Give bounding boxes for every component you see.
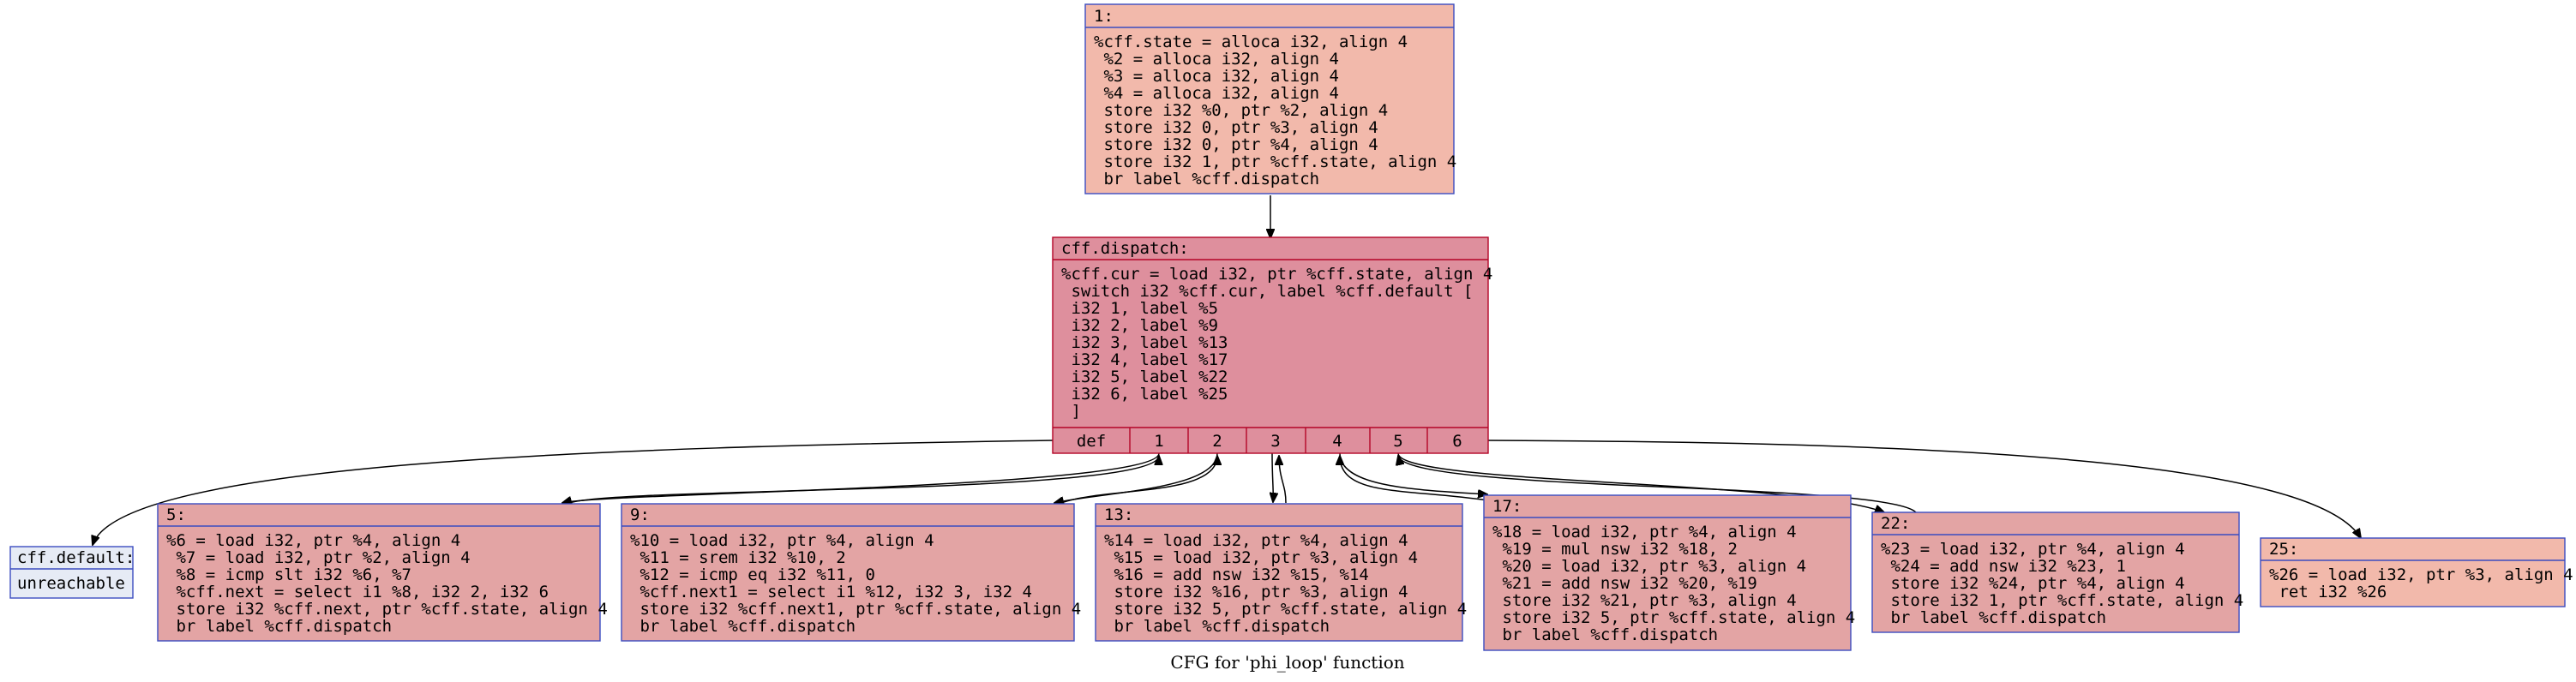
node-1-box bbox=[1084, 3, 1455, 194]
node-25: 25: %26 = load i32, ptr %3, align 4 ret … bbox=[2260, 537, 2573, 607]
node-1-header: 1: bbox=[1094, 7, 1114, 26]
port-5: 5 bbox=[1393, 432, 1402, 451]
port-def: def bbox=[1077, 432, 1106, 451]
node-22: 22: %23 = load i32, ptr %4, align 4 %24 … bbox=[1871, 512, 2243, 633]
node-default-body: unreachable bbox=[17, 574, 125, 593]
edge-13-to-dispatch bbox=[1279, 456, 1287, 504]
node-5-header: 5: bbox=[166, 506, 186, 524]
port-3: 3 bbox=[1270, 432, 1280, 451]
edge-dispatch-4-to-17 bbox=[1339, 452, 1487, 494]
node-22-header: 22: bbox=[1881, 514, 1910, 533]
node-17-box bbox=[1483, 494, 1852, 651]
node-22-body: %23 = load i32, ptr %4, align 4 %24 = ad… bbox=[1881, 540, 2243, 627]
node-17: 17: %18 = load i32, ptr %4, align 4 %19 … bbox=[1483, 494, 1855, 651]
node-dispatch-body: %cff.cur = load i32, ptr %cff.state, ali… bbox=[0, 0, 1561, 421]
edge-17-to-dispatch bbox=[1340, 456, 1488, 501]
node-25-body: %26 = load i32, ptr %3, align 4 ret i32 … bbox=[2269, 565, 2573, 601]
node-9: 9: %10 = load i32, ptr %4, align 4 %11 =… bbox=[0, 0, 1150, 642]
node-5-body: %6 = load i32, ptr %4, align 4 %7 = load… bbox=[0, 0, 676, 636]
edge-dispatch-3-to-13 bbox=[1272, 452, 1273, 502]
node-25-header: 25: bbox=[2269, 540, 2298, 559]
diagram-caption: CFG for 'phi_loop' function bbox=[1170, 652, 1404, 673]
node-cff-default: cff.default: unreachable bbox=[9, 546, 135, 599]
port-4: 4 bbox=[1332, 432, 1342, 451]
node-dispatch-header: cff.dispatch: bbox=[1061, 239, 1189, 258]
edge-22-to-dispatch bbox=[1398, 456, 1917, 513]
node-default-box bbox=[9, 546, 134, 599]
node-9-header: 9: bbox=[630, 506, 650, 524]
node-default-header: cff.default: bbox=[17, 548, 135, 567]
node-17-body: %18 = load i32, ptr %4, align 4 %19 = mu… bbox=[1492, 523, 1855, 644]
node-25-box bbox=[2260, 537, 2566, 607]
node-13-body: %14 = load i32, ptr %4, align 4 %15 = lo… bbox=[1104, 531, 1467, 636]
edge-dispatch-1-to-5 bbox=[562, 452, 1160, 503]
edge-5-to-dispatch bbox=[568, 456, 1159, 504]
node-1: 1: %cff.state = alloca i32, align 4 %2 =… bbox=[0, 0, 1525, 194]
node-13: 13: %14 = load i32, ptr %4, align 4 %15 … bbox=[1095, 503, 1467, 642]
dispatch-ports: def 1 2 3 4 5 6 bbox=[1077, 428, 1462, 453]
edge-dispatch-6-to-25 bbox=[1487, 440, 2361, 538]
node-cff-dispatch: cff.dispatch: %cff.cur = load i32, ptr %… bbox=[0, 0, 1561, 454]
node-13-header: 13: bbox=[1104, 506, 1133, 524]
edge-dispatch-def-to-default bbox=[93, 440, 1054, 545]
edges bbox=[93, 195, 2361, 545]
edge-dispatch-2-to-9 bbox=[1054, 452, 1218, 503]
node-1-body: %cff.state = alloca i32, align 4 %2 = al… bbox=[0, 0, 1525, 188]
node-9-body: %10 = load i32, ptr %4, align 4 %11 = sr… bbox=[0, 0, 1150, 636]
port-6: 6 bbox=[1452, 432, 1462, 451]
node-22-box bbox=[1871, 512, 2240, 633]
node-17-header: 17: bbox=[1492, 497, 1522, 516]
node-5: 5: %6 = load i32, ptr %4, align 4 %7 = l… bbox=[0, 0, 676, 642]
port-1: 1 bbox=[1154, 432, 1163, 451]
edge-9-to-dispatch bbox=[1060, 456, 1217, 504]
node-dispatch-box bbox=[1052, 236, 1489, 454]
port-2: 2 bbox=[1212, 432, 1222, 451]
